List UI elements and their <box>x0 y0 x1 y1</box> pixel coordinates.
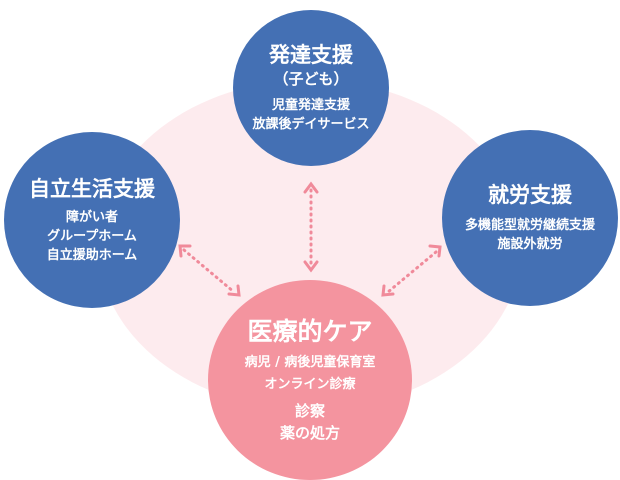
development-title: 発達支援 <box>269 43 353 67</box>
medical-item: 薬の処方 <box>279 424 340 442</box>
medical-care-circle: 医療的ケア 病児 / 病後児童保育室 オンライン診療 診察 薬の処方 <box>208 280 412 480</box>
medical-title: 医療的ケア <box>247 317 373 346</box>
employment-support-circle: 就労支援 多機能型就労継続支援 施設外就労 <box>442 130 618 306</box>
independent-item: グループホーム <box>47 228 137 244</box>
employment-title: 就労支援 <box>488 183 572 207</box>
arrow-employment-medical <box>386 250 438 294</box>
medical-item: オンライン診療 <box>264 377 356 392</box>
development-subtitle: （子ども） <box>273 70 349 88</box>
development-item: 児童発達支援 <box>271 98 350 113</box>
arrow-independent-medical <box>182 248 236 294</box>
medical-item: 病児 / 病後児童保育室 <box>244 355 376 370</box>
development-support-circle: 発達支援 （子ども） 児童発達支援 放課後デイサービス <box>233 10 389 166</box>
independent-title: 自立生活支援 <box>29 176 155 201</box>
independent-living-circle: 自立生活支援 障がい者 グループホーム 自立援助ホーム <box>4 132 180 308</box>
independent-item: 障がい者 <box>65 209 118 225</box>
medical-item: 診察 <box>294 402 325 420</box>
development-item: 放課後デイサービス <box>252 117 370 132</box>
independent-item: 自立援助ホーム <box>46 247 138 263</box>
employment-item: 多機能型就労継続支援 <box>464 218 595 233</box>
employment-item: 施設外就労 <box>497 237 563 252</box>
